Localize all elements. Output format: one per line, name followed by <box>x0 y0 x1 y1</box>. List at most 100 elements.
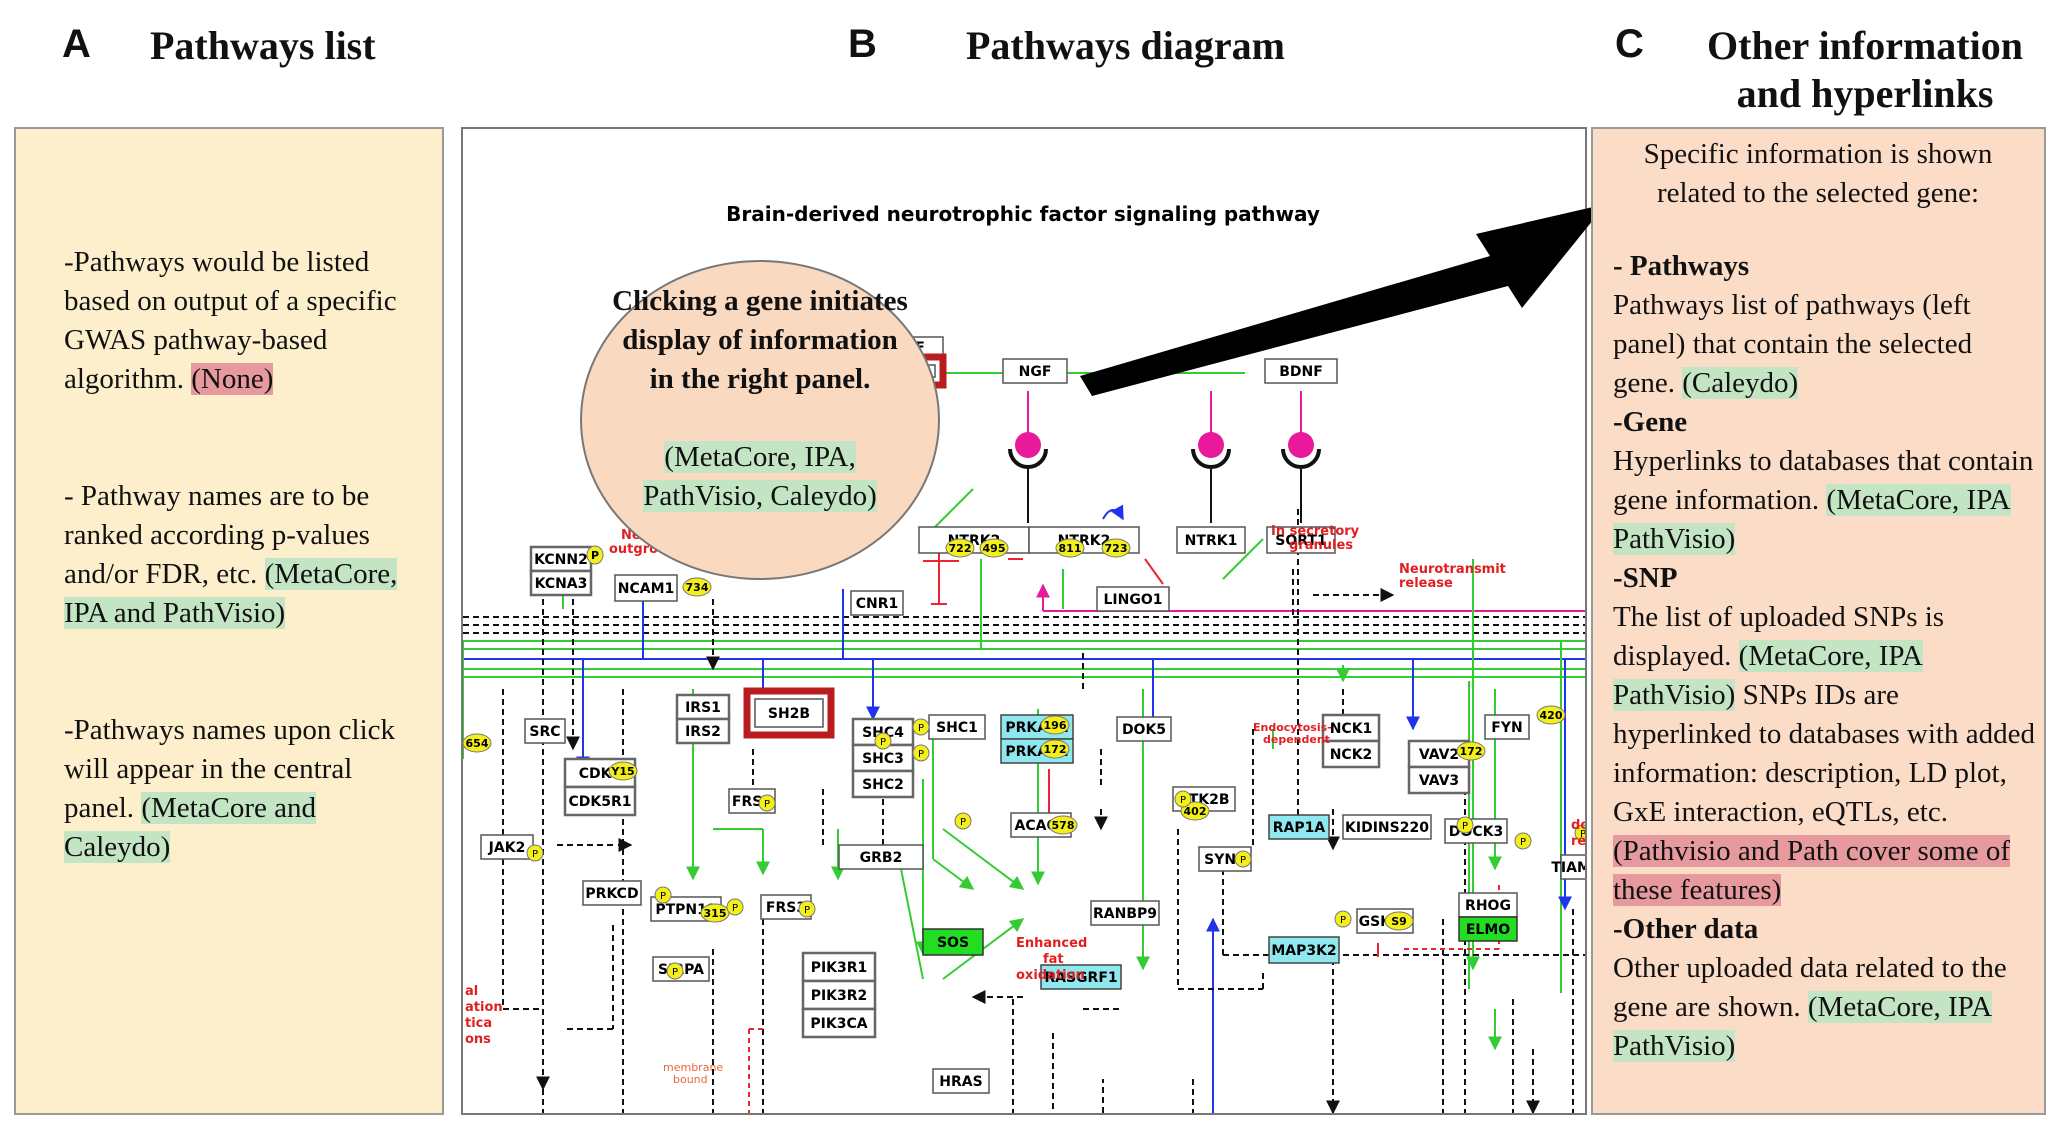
gene-box-jak2[interactable] <box>480 834 534 860</box>
gene-box-rhog[interactable] <box>1458 892 1518 918</box>
gene-node-sort1[interactable]: SORT1 <box>1266 526 1336 554</box>
diagram-title: Brain-derived neurotrophic factor signal… <box>726 202 1320 226</box>
gene-node-sh2b[interactable]: SH2B <box>743 687 835 739</box>
gene-node-grb2[interactable]: GRB2 <box>838 844 924 870</box>
gene-label-kcnn2: KCNN2 <box>534 552 588 568</box>
gene-node-lingo1[interactable]: LINGO1 <box>1096 586 1170 612</box>
gene-node-dok5[interactable]: DOK5 <box>1116 716 1172 742</box>
gene-box-prkcd[interactable] <box>582 880 642 906</box>
gene-box-rasgrf1[interactable] <box>1040 964 1122 990</box>
gene-box-dok5[interactable] <box>1116 716 1172 742</box>
gene-node-bdnf2[interactable]: BDNF <box>1264 358 1338 384</box>
p-site-badge-1 <box>912 718 930 736</box>
gene-box-rap1a[interactable] <box>1268 814 1330 840</box>
gene-box-pik3ca[interactable] <box>801 1007 877 1039</box>
gene-box-kcna3[interactable] <box>529 569 593 597</box>
callout-text: Clicking a gene initiates display of inf… <box>612 285 908 395</box>
gene-box-ntrk1[interactable] <box>1176 526 1246 554</box>
p-site-label-11: P <box>1520 837 1526 848</box>
gene-node-irs1[interactable]: IRS1 <box>675 693 731 721</box>
phospho-badge-label-13: S9 <box>1391 915 1407 928</box>
gene-node-kcnn2[interactable]: KCNN2 <box>529 545 593 573</box>
gene-box-nck1[interactable] <box>1321 713 1381 743</box>
gene-label-shc2: SHC2 <box>862 777 904 793</box>
gene-label-ncam1: NCAM1 <box>618 581 675 597</box>
gene-box-ncam1[interactable] <box>614 574 678 602</box>
gene-node-elmo[interactable]: ELMO <box>1458 916 1518 942</box>
gene-node-rasgrf1[interactable]: RASGRF1 <box>1040 964 1122 990</box>
gene-node-pik3ca[interactable]: PIK3CA <box>801 1007 877 1039</box>
gene-node-rhog[interactable]: RHOG <box>1458 892 1518 918</box>
gene-box-irs2[interactable] <box>675 717 731 745</box>
note-3-text: -Pathways names upon click will appear i… <box>64 714 396 824</box>
annotation-endocytosis-2: dependent <box>1263 733 1330 746</box>
gene-node-vav3[interactable]: VAV3 <box>1407 765 1471 795</box>
p-site-badge-7 <box>726 898 744 916</box>
p-site-badge-4 <box>758 794 776 812</box>
gene-box-fyn[interactable] <box>1484 714 1530 740</box>
receptor-links <box>880 369 1302 585</box>
gene-box-elmo[interactable] <box>1458 916 1518 942</box>
gene-node-nck2[interactable]: NCK2 <box>1321 739 1381 769</box>
gene-node-nck1[interactable]: NCK1 <box>1321 713 1381 743</box>
gene-label-rhog: RHOG <box>1465 898 1511 914</box>
gene-node-prkcd[interactable]: PRKCD <box>582 880 642 906</box>
gene-box-sort1[interactable] <box>1266 526 1336 554</box>
gene-node-shc1[interactable]: SHC1 <box>928 714 986 740</box>
gene-node-ncam1[interactable]: NCAM1 <box>614 574 678 602</box>
p-site-label-5: P <box>532 849 538 860</box>
gene-node-hras[interactable]: HRAS <box>932 1068 990 1094</box>
gene-label-lingo1: LINGO1 <box>1104 592 1163 608</box>
gene-box-tiam1[interactable] <box>1560 854 1585 880</box>
gene-box-dock3[interactable] <box>1444 818 1508 844</box>
annotation-right-2: re <box>1571 834 1585 849</box>
gene-node-cdk5r1[interactable]: CDK5R1 <box>563 785 637 817</box>
pathways-list-panel: -Pathways would be listed based on outpu… <box>14 127 444 1115</box>
gene-node-pik3r1[interactable]: PIK3R1 <box>801 951 877 983</box>
gene-node-irs2[interactable]: IRS2 <box>675 717 731 745</box>
gene-box-kidins220[interactable] <box>1342 814 1432 840</box>
annotation-left-4: ons <box>465 1032 491 1047</box>
gene-node-src[interactable]: SRC <box>524 718 566 744</box>
gene-box-pik3r2[interactable] <box>801 979 877 1011</box>
gene-node-ntrk1[interactable]: NTRK1 <box>1176 526 1246 554</box>
gene-node-shc2[interactable]: SHC2 <box>851 769 915 799</box>
p-site-badge-8 <box>798 900 816 918</box>
gene-box-vav3[interactable] <box>1407 765 1471 795</box>
gene-box-map3k2[interactable] <box>1268 936 1340 964</box>
gene-text: Hyperlinks to databases that contain gen… <box>1613 445 2034 516</box>
gene-node-dock3[interactable]: DOCK3 <box>1444 818 1508 844</box>
gene-node-cnr1[interactable]: CNR1 <box>850 590 904 616</box>
gene-node-frs3[interactable]: FRS3 <box>760 894 812 920</box>
gene-box-ngf[interactable] <box>1002 358 1068 384</box>
phospho-badge-label-5: 734 <box>686 581 709 594</box>
gene-box-cdk5r1[interactable] <box>563 785 637 817</box>
gene-box-lingo1[interactable] <box>1096 586 1170 612</box>
phospho-badge-3 <box>1055 538 1085 558</box>
gene-node-map3k2[interactable]: MAP3K2 <box>1268 936 1340 964</box>
note-1-text: -Pathways would be listed based on outpu… <box>64 246 397 395</box>
gene-box-cnr1[interactable] <box>850 590 904 616</box>
gene-box-hras[interactable] <box>932 1068 990 1094</box>
gene-node-rap1a[interactable]: RAP1A <box>1268 814 1330 840</box>
gene-heading: -Gene <box>1613 406 1688 438</box>
gene-box-sos[interactable] <box>922 928 984 956</box>
gene-label-vav3: VAV3 <box>1419 773 1459 789</box>
pathways-list-note-1: -Pathways would be listed based on outpu… <box>64 243 404 399</box>
gene-box-shc2[interactable] <box>851 769 915 799</box>
gene-node-kcna3[interactable]: KCNA3 <box>529 569 593 597</box>
gene-node-pik3r2[interactable]: PIK3R2 <box>801 979 877 1011</box>
gene-node-tiam1[interactable]: TIAM1 <box>1551 854 1585 880</box>
gene-box-ranbp9[interactable] <box>1090 900 1160 926</box>
gene-node-jak2[interactable]: JAK2 <box>480 834 534 860</box>
gene-node-ranbp9[interactable]: RANBP9 <box>1090 900 1160 926</box>
gene-box-nck2[interactable] <box>1321 739 1381 769</box>
gene-box-bdnf2[interactable] <box>1264 358 1338 384</box>
phospho-badge-label-2: 495 <box>983 542 1006 555</box>
gene-node-ngf[interactable]: NGF <box>1002 358 1068 384</box>
gene-box-grb2[interactable] <box>838 844 924 870</box>
gene-node-fyn[interactable]: FYN <box>1484 714 1530 740</box>
gene-node-sos[interactable]: SOS <box>922 928 984 956</box>
gene-box-src[interactable] <box>524 718 566 744</box>
gene-node-kidins220[interactable]: KIDINS220 <box>1342 814 1432 840</box>
